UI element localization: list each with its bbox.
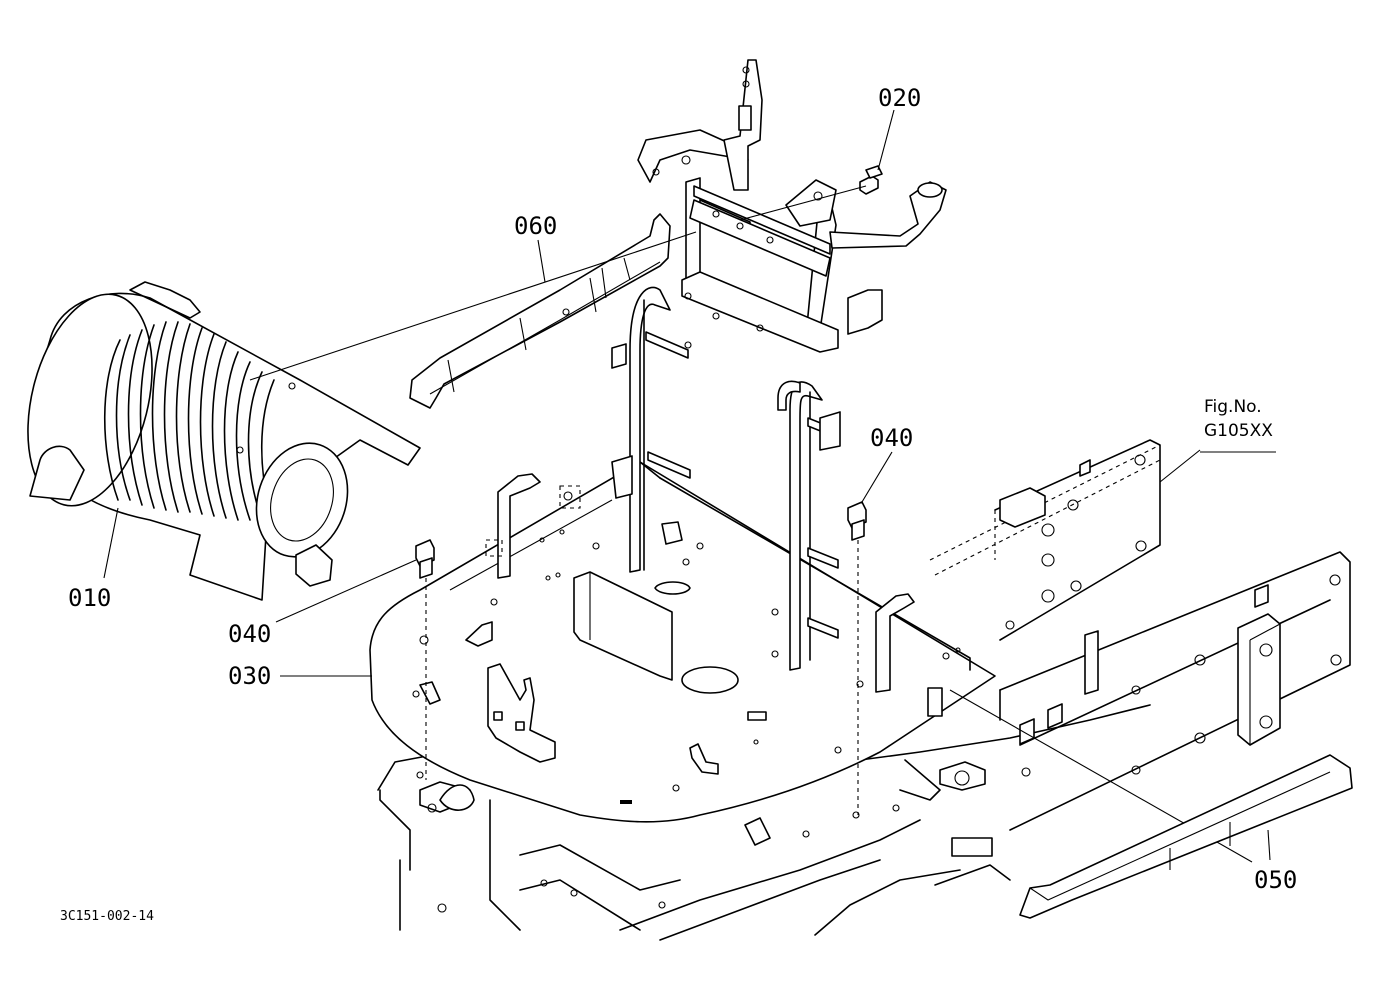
drawing-code: 3C151-002-14 bbox=[60, 909, 154, 924]
bolt-040-right bbox=[847, 501, 867, 815]
leader-lines bbox=[103, 109, 1276, 863]
callout-040-right: 040 bbox=[870, 424, 913, 452]
lower-frame bbox=[377, 704, 1151, 941]
floor-plate-030 bbox=[369, 461, 996, 823]
side-frame-reference bbox=[929, 439, 1351, 831]
bolt-020 bbox=[739, 165, 883, 221]
callout-020: 020 bbox=[878, 84, 921, 112]
figure-ref-number: G105XX bbox=[1204, 421, 1273, 441]
seat-frame bbox=[485, 59, 947, 693]
bumper-050 bbox=[1019, 754, 1353, 919]
air-cleaner-010 bbox=[27, 281, 421, 601]
callout-060: 060 bbox=[514, 212, 557, 240]
trim-060 bbox=[409, 213, 671, 409]
bolt-040-left bbox=[415, 539, 435, 780]
callout-030: 030 bbox=[228, 662, 271, 690]
callout-010: 010 bbox=[68, 584, 111, 612]
callouts: 020 060 010 040 040 030 050 Fig.No. G105… bbox=[60, 84, 1297, 924]
figure-ref-label: Fig.No. bbox=[1204, 397, 1262, 417]
callout-050: 050 bbox=[1254, 866, 1297, 894]
callout-040-left: 040 bbox=[228, 620, 271, 648]
